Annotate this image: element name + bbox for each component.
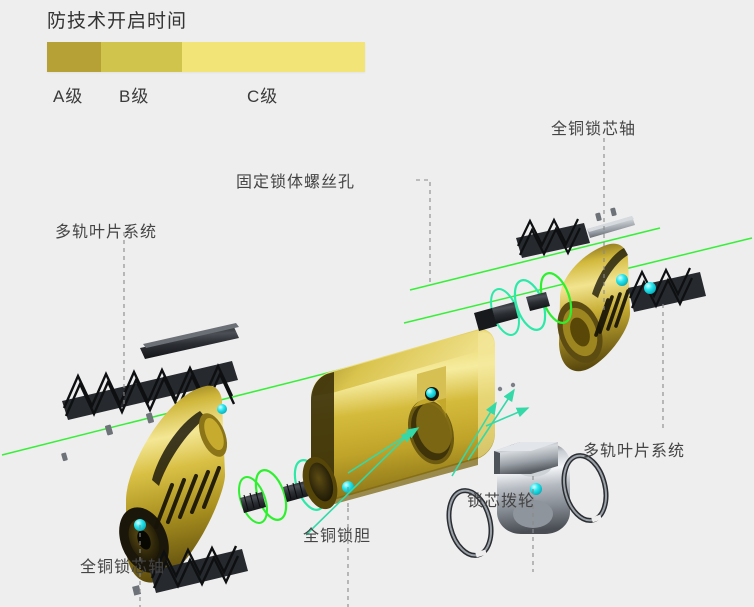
callout-copper-core-shaft-bottom: 全铜锁芯轴 <box>80 559 166 576</box>
grade-bar-segment-b <box>101 42 182 72</box>
scatter-dots <box>497 382 516 392</box>
grade-label-c: C级 <box>247 87 279 106</box>
callout-fixing-screw-hole: 固定锁体螺丝孔 <box>236 174 356 191</box>
page-title: 防技术开启时间 <box>47 11 188 32</box>
retaining-ring-left <box>446 488 494 558</box>
left-small-pins <box>61 412 155 462</box>
center-gear-pins <box>238 459 327 524</box>
grade-bar <box>47 42 365 72</box>
grade-label-a: A级 <box>53 87 84 106</box>
callout-multi-track-blade-right: 多轨叶片系统 <box>583 443 686 460</box>
right-lower-spring <box>628 267 706 312</box>
right-small-parts <box>587 207 635 238</box>
marker-dot-right-cylinder <box>616 274 628 286</box>
right-gear-pins <box>474 272 573 336</box>
right-brass-cylinder <box>557 243 631 372</box>
right-cylinder-assembly <box>474 207 706 392</box>
leader-fixing-screw-hole <box>416 179 431 284</box>
grade-labels: A级 B级 C级 <box>47 82 377 110</box>
retaining-ring-right <box>561 453 609 523</box>
callout-multi-track-blade-left: 多轨叶片系统 <box>55 224 158 241</box>
lock-illustration <box>1 138 753 607</box>
exploded-lock-diagram: 全铜锁芯轴 固定锁体螺丝孔 多轨叶片系统 多轨叶片系统 锁芯拨轮 全铜锁胆 全铜… <box>0 108 754 607</box>
marker-dot-right-spring <box>644 282 656 294</box>
grade-bar-segment-c <box>182 42 365 72</box>
callout-copper-lock-body: 全铜锁胆 <box>303 528 372 545</box>
callout-core-dial-wheel: 锁芯拨轮 <box>467 493 536 510</box>
right-upper-spring <box>516 217 590 258</box>
left-upper-spring <box>62 323 239 420</box>
left-lower-spring <box>132 545 248 596</box>
brass-lock-body <box>302 329 495 510</box>
leader-lines <box>123 138 664 607</box>
marker-dot-screw-hole <box>426 388 436 398</box>
callout-copper-core-shaft-top: 全铜锁芯轴 <box>551 121 637 138</box>
left-brass-cylinder <box>119 385 228 583</box>
grade-label-b: B级 <box>119 87 150 106</box>
marker-dot-left-cylinder-top <box>217 404 227 414</box>
left-cylinder-assembly <box>61 323 248 596</box>
pointer-arrows <box>305 388 530 536</box>
core-dial-wheel-group <box>446 442 609 558</box>
grade-bar-segment-a <box>47 42 101 72</box>
